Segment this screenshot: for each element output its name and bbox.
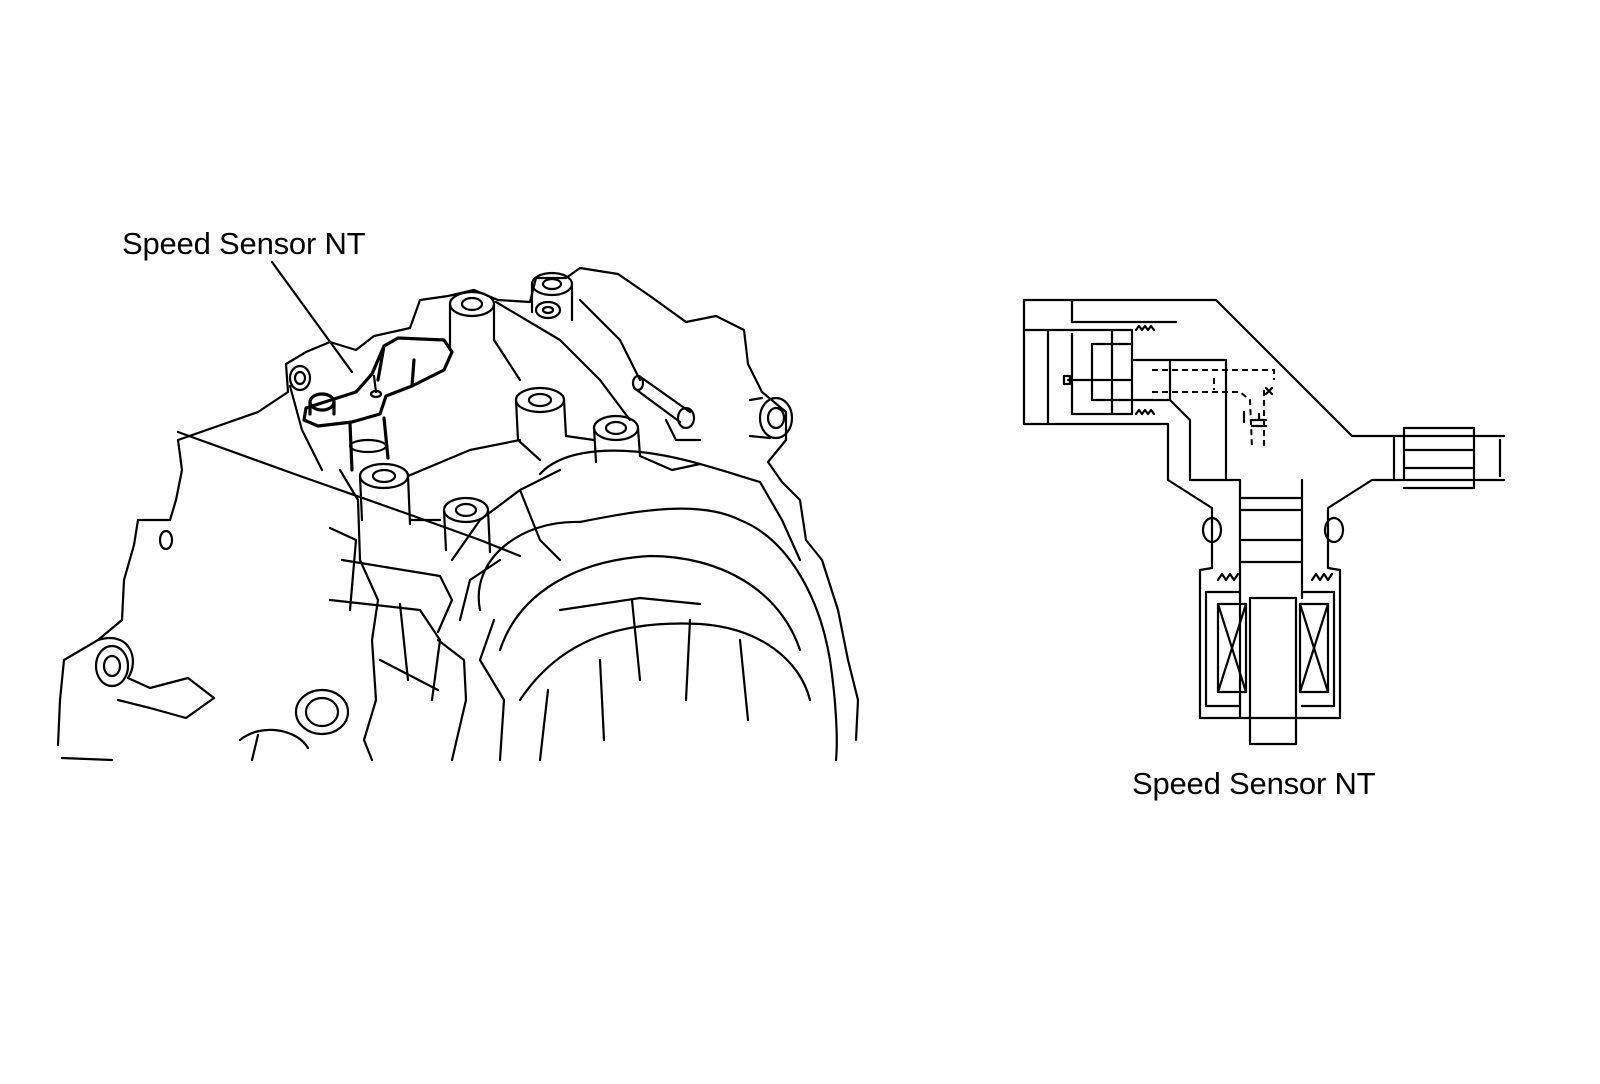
boss-lower (294, 688, 350, 736)
o-ring-left (1201, 516, 1223, 544)
sensor-coils (1216, 602, 1330, 694)
sensor-cross-section-caption: Speed Sensor NT (1132, 766, 1376, 801)
mounting-bosses (288, 271, 642, 554)
speed-sensor-mounted (302, 336, 454, 472)
sensor-cross-section (1022, 298, 1506, 746)
bell-housing (477, 507, 838, 762)
case-outline-left (56, 438, 184, 762)
callout-leader-line (270, 260, 354, 374)
transaxle-illustration (56, 260, 860, 762)
port-left (94, 644, 130, 688)
transaxle-sensor-callout-label: Speed Sensor NT (122, 226, 366, 261)
internal-wiring (1152, 369, 1275, 380)
sensor-body-outline (1022, 298, 1506, 438)
o-ring-right (1323, 516, 1345, 544)
boss-right (758, 396, 794, 440)
